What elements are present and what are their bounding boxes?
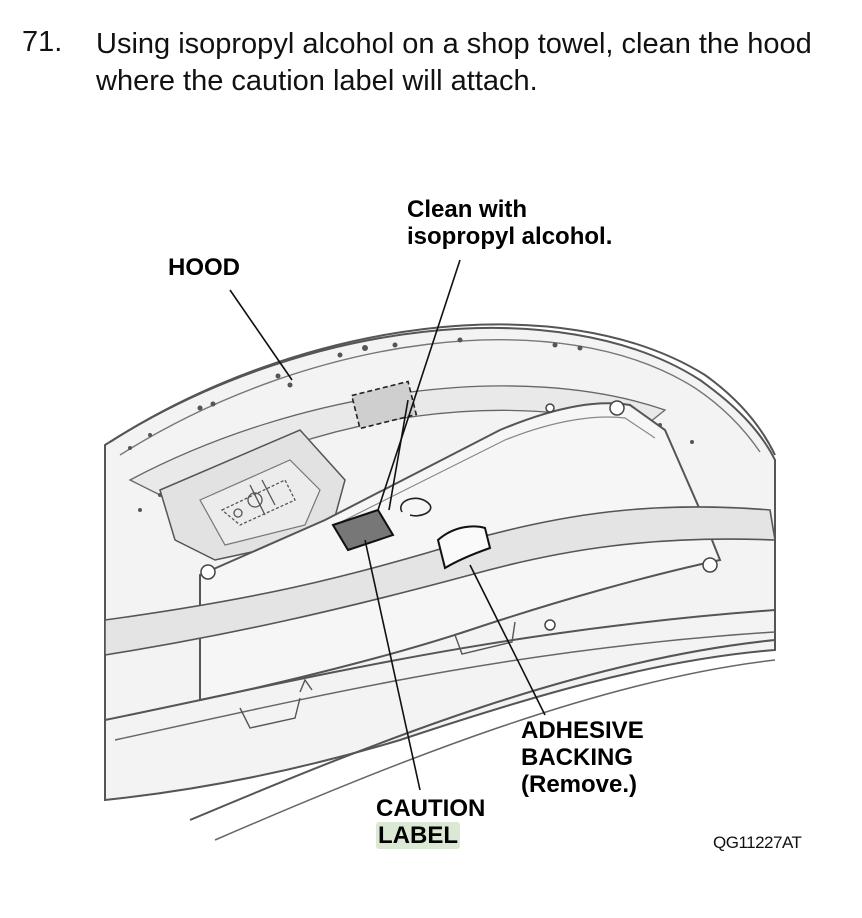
hood-edge-tabs	[239, 621, 516, 729]
callout-clean-line-2: isopropyl alcohol.	[407, 223, 613, 250]
leader-clean	[377, 259, 461, 511]
hood-rivets	[128, 337, 694, 512]
callout-adhesive-line-1: ADHESIVE	[521, 717, 644, 744]
step-number: 71.	[22, 26, 63, 58]
instruction-step: 71. Using isopropyl alcohol on a shop to…	[0, 0, 862, 110]
callout-clean-line-1: Clean with	[407, 196, 528, 223]
callout-caution-line-1: CAUTION	[376, 795, 486, 822]
leader-lines	[229, 259, 546, 791]
hood-front-outer-2	[214, 659, 776, 841]
hood-rim-line	[109, 323, 776, 456]
callout-caution-label: CAUTION LABEL	[376, 795, 485, 849]
hood-illustration: HOOD Clean with isopropyl alcohol. ADHES…	[0, 180, 862, 918]
hood-front-outer	[189, 639, 776, 821]
hood-inner-lip	[334, 416, 656, 526]
hood-bolts	[200, 400, 718, 631]
callout-hood: HOOD	[168, 254, 240, 281]
adhesive-curl	[400, 497, 432, 517]
leader-clean-2	[388, 399, 409, 511]
figure-code: QG11227AT	[713, 833, 802, 852]
hood-rim-inner-line	[119, 339, 761, 456]
hood-latch-inner	[199, 459, 321, 546]
hood-front-edge-inner	[114, 631, 776, 741]
leader-hood	[229, 289, 293, 381]
hood-latch-mechanism	[220, 479, 296, 526]
clean-area	[350, 380, 418, 430]
leader-caution	[364, 539, 421, 791]
adhesive-backing-shape	[436, 525, 492, 570]
callout-hood-text: HOOD	[168, 254, 240, 281]
hood-drawing	[104, 259, 776, 841]
callout-adhesive-line-2: BACKING	[521, 744, 633, 771]
callout-adhesive-line-3: (Remove.)	[521, 771, 638, 798]
leader-adhesive	[469, 564, 546, 716]
step-text: Using isopropyl alcohol on a shop towel,…	[96, 28, 812, 97]
callout-clean: Clean with isopropyl alcohol.	[407, 196, 612, 250]
callout-adhesive-backing: ADHESIVE BACKING (Remove.)	[521, 717, 644, 798]
caution-label-shape	[331, 508, 395, 552]
hood-cross-member	[104, 506, 776, 656]
hood-front-edge	[104, 609, 776, 721]
callout-caution-line-2: LABEL	[376, 822, 460, 849]
